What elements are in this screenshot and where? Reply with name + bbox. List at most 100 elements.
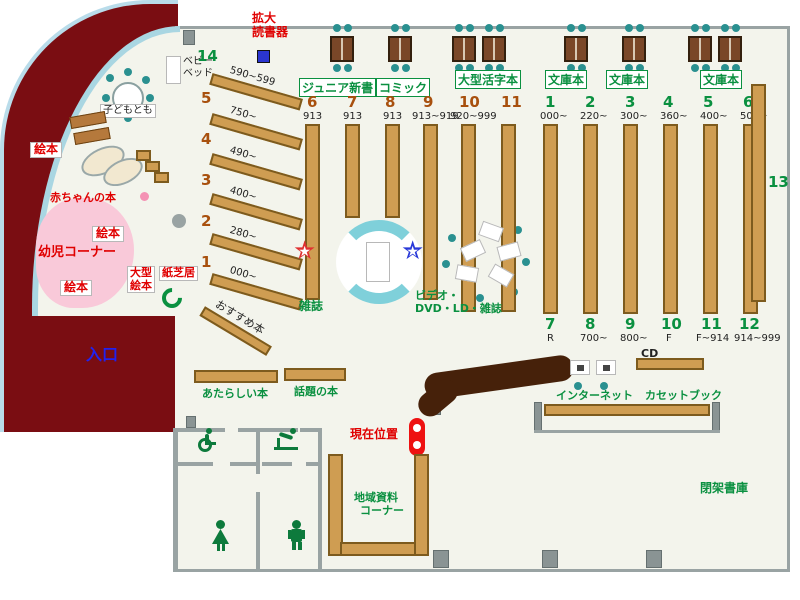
cd-shelf: [636, 358, 704, 370]
large-ehon-line2: 絵本: [130, 278, 152, 292]
stack-range: 800~: [620, 333, 648, 344]
bookshelf: [461, 124, 476, 312]
kids-step: [145, 161, 160, 172]
stack-number: 2: [585, 93, 596, 111]
stack-number: 10: [459, 93, 480, 111]
w-head: [216, 520, 225, 529]
bookshelf: [385, 124, 400, 218]
local-corner-shelf: [414, 454, 429, 556]
video-label: ビデオ・ DVD・LD・雑誌: [415, 289, 502, 315]
restroom-wall: [300, 428, 322, 432]
stack-range: 913: [343, 111, 363, 122]
stack-range: 400~: [700, 111, 728, 122]
magnifier-line1: 拡大: [252, 11, 277, 25]
pillar: [183, 30, 195, 45]
magnifier-line2: 読書器: [252, 24, 289, 39]
genre-comic: コミック: [376, 78, 431, 97]
stack-number: 11: [501, 93, 522, 111]
stack-number-13: 13: [768, 173, 789, 191]
genre-junior: ジュニア新書: [299, 78, 377, 97]
stack-number: 1: [545, 93, 556, 111]
stack-range: R: [547, 333, 554, 344]
local-corner-label: 地域資料 コーナー: [354, 491, 404, 517]
screen-icon: [603, 365, 610, 371]
stack-number: 12: [739, 315, 760, 333]
new-books-shelf: [194, 370, 278, 383]
video-line1: ビデオ・: [415, 289, 459, 302]
bookshelf: [501, 124, 516, 312]
m-body: [291, 529, 302, 542]
bookshelf-13: [751, 84, 766, 302]
stack-number: 9: [625, 315, 636, 333]
current-location-marker: [409, 418, 425, 456]
picture-books-label-3: 絵本: [60, 280, 93, 296]
local-line2: コーナー: [360, 503, 404, 517]
stack-range: 300~: [620, 111, 648, 122]
picture-books-label-1: 絵本: [30, 142, 63, 158]
pillar: [433, 550, 449, 568]
restroom-wall: [175, 428, 225, 432]
kids-step: [154, 172, 169, 183]
stack-number: 3: [625, 93, 636, 111]
stack-number: 2: [201, 212, 212, 230]
restroom-wall: [306, 462, 320, 466]
stack-number: 10: [661, 315, 682, 333]
bookshelf: [703, 124, 718, 314]
kodomo-label: 子どもとも: [100, 104, 156, 118]
w-dress: [212, 529, 229, 544]
new-books-label: あたらしい本: [202, 387, 268, 400]
restroom-wall: [173, 428, 178, 572]
bookshelf: [345, 124, 360, 218]
stack-number: 9: [423, 93, 434, 111]
w-leg: [217, 544, 220, 551]
bc-leg: [277, 438, 280, 447]
reading-table: [718, 36, 742, 62]
pink-stool: [140, 192, 149, 201]
genre-bunko-3: 文庫本: [700, 70, 743, 89]
stack-number: 5: [201, 89, 212, 107]
picture-books-label-2: 絵本: [92, 226, 125, 242]
magazines-label: 雑誌: [299, 299, 324, 313]
bookshelf: [663, 124, 678, 314]
screen-icon: [577, 365, 584, 371]
restroom-wall: [238, 428, 298, 432]
large-picture-books-label: 大型 絵本: [127, 266, 155, 294]
womens-restroom-icon: [212, 520, 230, 552]
wall: [534, 430, 720, 433]
wheelchair-icon: [196, 428, 222, 454]
baby-bed-label: ベビー ベッド: [183, 56, 213, 79]
cassette-shelf: [544, 404, 710, 416]
reading-table: [482, 36, 506, 62]
restroom-wall: [175, 462, 213, 466]
restroom-wall: [256, 428, 260, 474]
round-pillar: [172, 214, 186, 228]
bookshelf: [543, 124, 558, 314]
stack-range: 913~919: [412, 111, 459, 122]
wc-wheel: [198, 438, 212, 452]
stack-number: 1: [201, 253, 212, 271]
stack-range: 914~999: [734, 333, 781, 344]
reading-table: [622, 36, 646, 62]
baby-bed-line2: ベッド: [183, 67, 213, 79]
stack-range: 220~: [580, 111, 608, 122]
red-star-icon: ★: [293, 238, 316, 264]
video-line2: DVD・LD・雑誌: [415, 301, 502, 315]
bookshelf: [423, 124, 438, 300]
m-leg: [292, 542, 296, 550]
restroom-wall: [262, 462, 292, 466]
pillar: [712, 402, 720, 432]
internet-terminal: [596, 360, 616, 375]
stack-range: F: [666, 333, 672, 344]
baby-bed-icon: [166, 56, 181, 84]
cassette-label: カセットブック: [645, 389, 722, 402]
local-line1: 地域資料: [354, 491, 398, 504]
cd-label: CD: [641, 347, 659, 360]
entrance-label: 入口: [86, 345, 119, 364]
bookshelf: [623, 124, 638, 314]
pillar: [534, 402, 542, 432]
stack-range: 360~: [660, 111, 688, 122]
stack-number: 7: [545, 315, 556, 333]
stack-number: 8: [585, 315, 596, 333]
stack-number: 6: [743, 93, 754, 111]
